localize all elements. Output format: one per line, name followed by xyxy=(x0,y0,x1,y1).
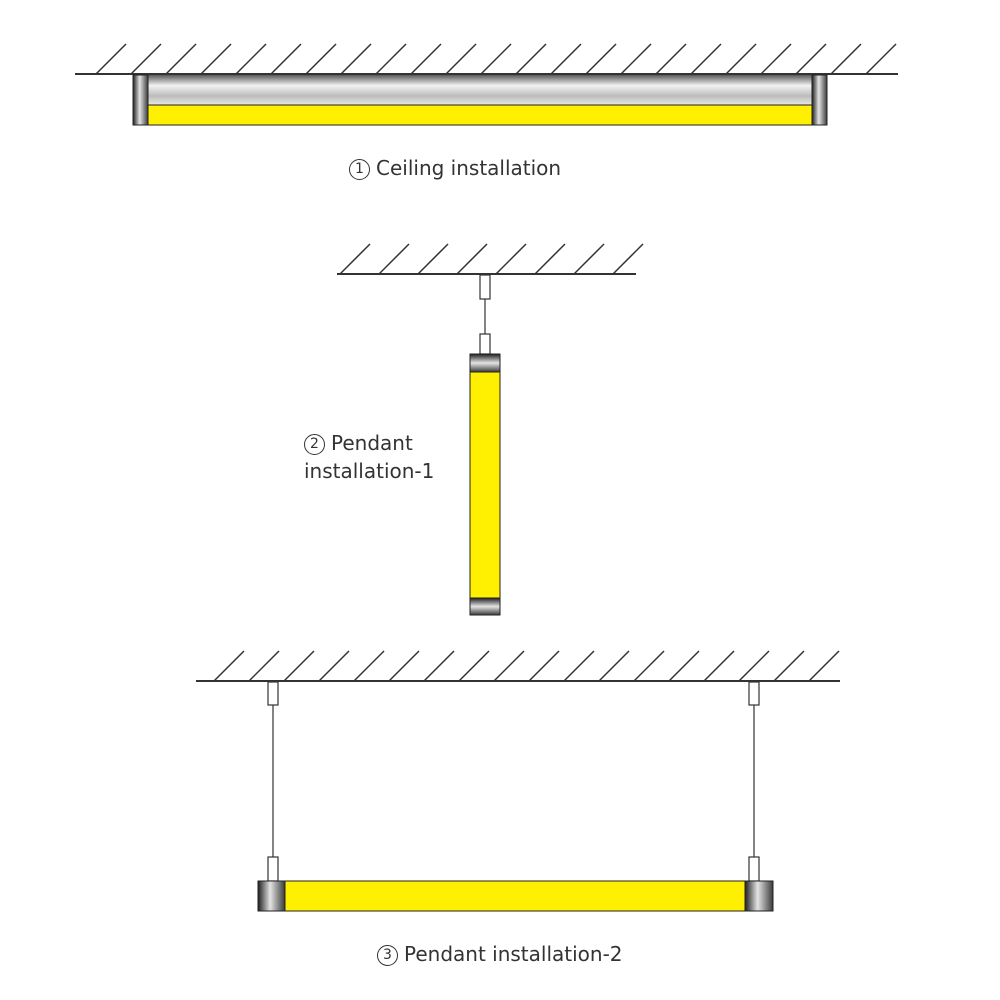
hatch-mark xyxy=(130,43,162,75)
hatch-mark xyxy=(598,650,630,682)
hatch-mark xyxy=(375,43,407,75)
end-cap-left xyxy=(132,74,149,126)
ceiling-hatch-icon xyxy=(339,243,644,275)
hatch-mark xyxy=(417,243,449,275)
light-diffuser xyxy=(147,104,813,126)
hatch-mark xyxy=(480,43,512,75)
ceiling-bracket xyxy=(479,274,491,300)
hatch-mark xyxy=(585,43,617,75)
vertical-pendant-light xyxy=(469,274,501,616)
hatch-mark xyxy=(668,650,700,682)
light-diffuser xyxy=(469,371,501,599)
hatch-mark xyxy=(423,650,455,682)
end-cap-top xyxy=(469,353,501,373)
hatch-mark xyxy=(458,650,490,682)
hatch-mark xyxy=(528,650,560,682)
hatch-mark xyxy=(200,43,232,75)
hatch-mark xyxy=(690,43,722,75)
caption-text-line1: Pendant xyxy=(331,431,413,455)
hatch-mark xyxy=(283,650,315,682)
ceiling-hatch-icon xyxy=(213,650,840,682)
hatch-mark xyxy=(235,43,267,75)
hatch-mark xyxy=(612,243,644,275)
hatch-mark xyxy=(620,43,652,75)
ceiling-bracket-right xyxy=(748,681,760,706)
hatch-mark xyxy=(534,243,566,275)
hatch-mark xyxy=(353,650,385,682)
fixture-clip xyxy=(479,333,491,355)
hatch-mark xyxy=(445,43,477,75)
hatch-mark xyxy=(410,43,442,75)
horizontal-pendant-light xyxy=(257,681,774,912)
end-cap-bottom xyxy=(469,597,501,616)
caption-ceiling-installation: 1 Ceiling installation xyxy=(349,155,561,181)
fixture-clip-right xyxy=(748,856,760,882)
light-diffuser xyxy=(284,880,746,912)
step-number-badge: 1 xyxy=(349,159,370,180)
hatch-mark xyxy=(563,650,595,682)
hatch-mark xyxy=(340,43,372,75)
hatch-mark xyxy=(456,243,488,275)
hatch-mark xyxy=(305,43,337,75)
end-cap-right xyxy=(744,880,774,912)
hatch-mark xyxy=(493,650,525,682)
hatch-mark xyxy=(213,650,245,682)
hatch-mark xyxy=(165,43,197,75)
hatch-mark xyxy=(725,43,757,75)
hatch-mark xyxy=(655,43,687,75)
ceiling-mounted-light xyxy=(132,74,828,126)
ceiling-hatch-icon xyxy=(95,43,897,75)
hatch-mark xyxy=(270,43,302,75)
hatch-mark xyxy=(495,243,527,275)
hatch-mark xyxy=(95,43,127,75)
hatch-mark xyxy=(378,243,410,275)
hatch-mark xyxy=(795,43,827,75)
caption-text-line2: installation-1 xyxy=(304,459,435,483)
light-body-upper xyxy=(148,75,812,105)
hatch-mark xyxy=(248,650,280,682)
step-number-badge: 2 xyxy=(304,434,325,455)
hatch-mark xyxy=(773,650,805,682)
step-number-badge: 3 xyxy=(377,945,398,966)
hatch-mark xyxy=(830,43,862,75)
hatch-mark xyxy=(550,43,582,75)
hatch-mark xyxy=(515,43,547,75)
caption-pendant-installation-2: 3 Pendant installation-2 xyxy=(377,941,623,967)
hatch-mark xyxy=(808,650,840,682)
caption-text: Ceiling installation xyxy=(376,156,562,180)
hatch-mark xyxy=(573,243,605,275)
caption-pendant-installation-1: 2 Pendant installation-1 xyxy=(304,429,434,485)
hatch-mark xyxy=(865,43,897,75)
hatch-mark xyxy=(738,650,770,682)
hatch-mark xyxy=(339,243,371,275)
caption-text: Pendant installation-2 xyxy=(404,942,623,966)
hatch-mark xyxy=(318,650,350,682)
hatch-mark xyxy=(388,650,420,682)
hatch-mark xyxy=(703,650,735,682)
end-cap-left xyxy=(257,880,286,912)
fixture-clip-left xyxy=(267,856,279,882)
end-cap-right xyxy=(811,74,828,126)
ceiling-bracket-left xyxy=(267,681,279,706)
hatch-mark xyxy=(633,650,665,682)
hatch-mark xyxy=(760,43,792,75)
